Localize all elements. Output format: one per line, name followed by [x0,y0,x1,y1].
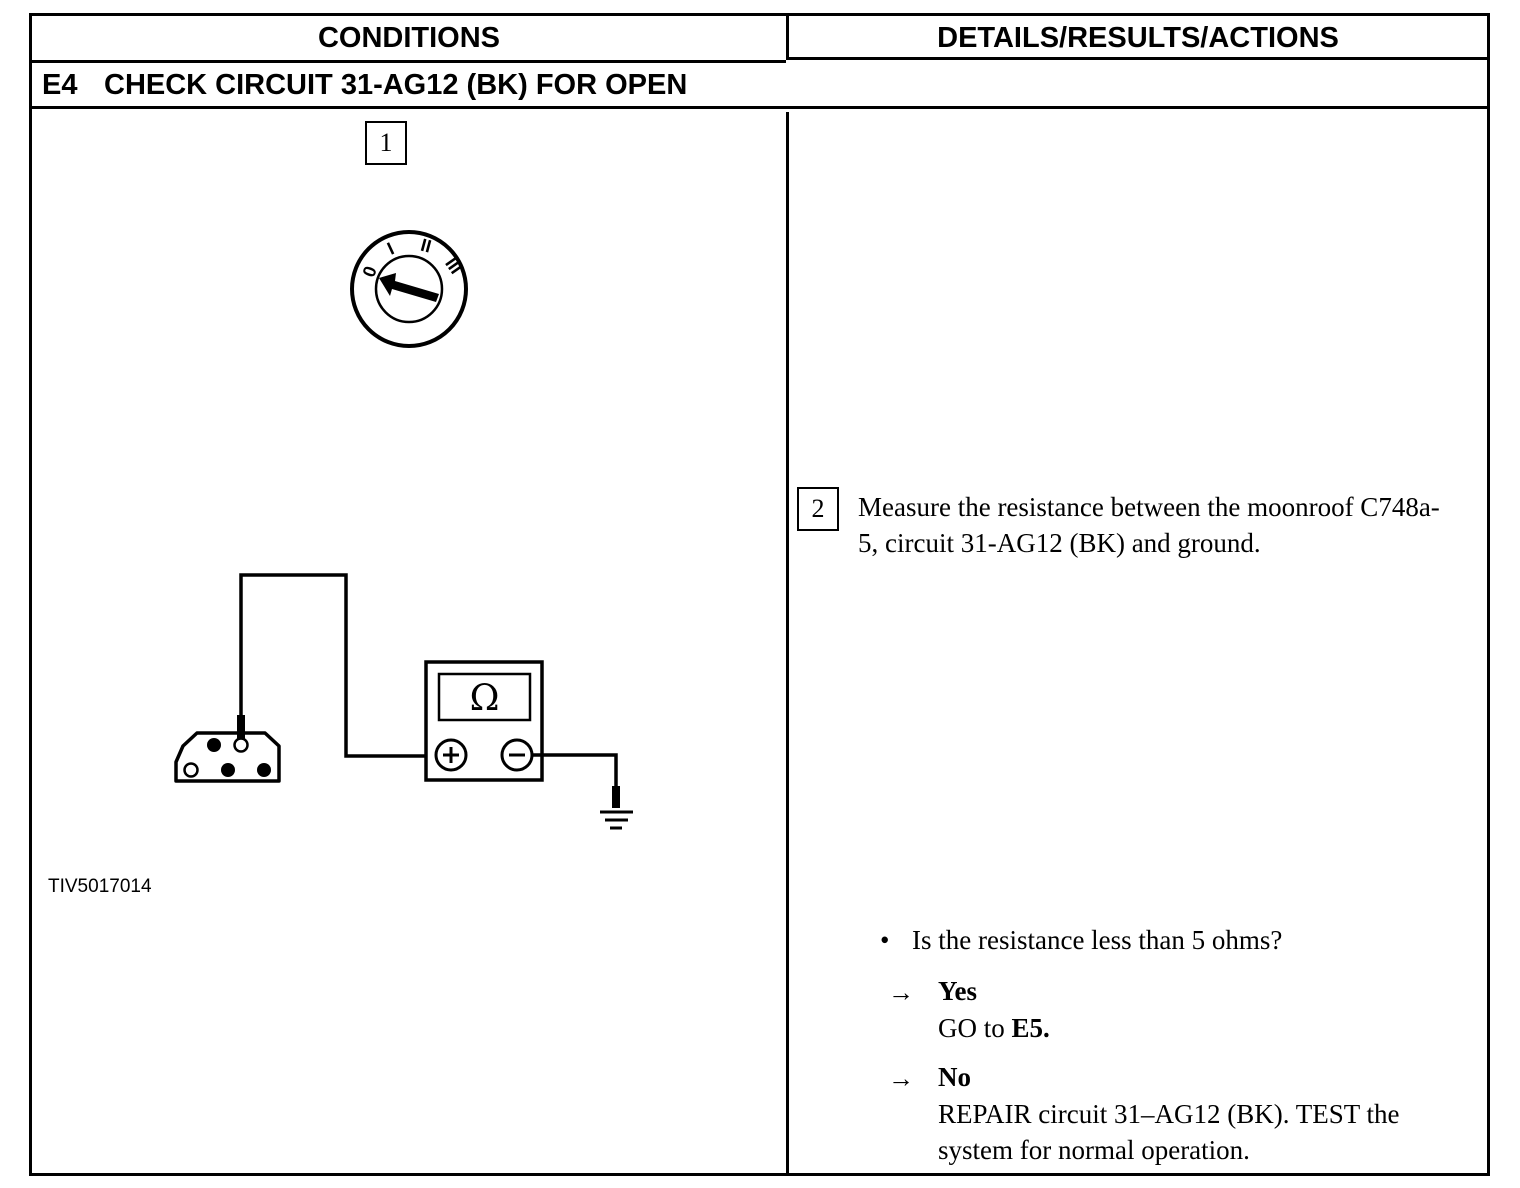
ignition-pos-1: I [384,239,397,259]
bullet: • [880,925,890,955]
test-lead-negative [532,753,618,800]
yes-action-target: E5. [1011,1013,1050,1043]
step-code: E4 [42,69,78,101]
probe-tip-icon [237,715,245,741]
ignition-pos-0: 0 [359,264,381,280]
conditions-header: CONDITIONS [32,16,786,63]
column-divider [786,112,789,1173]
ignition-pos-2: II [419,235,434,257]
no-action: REPAIR circuit 31–AG12 (BK). TEST the sy… [938,1099,1400,1165]
step-2-instruction: Measure the resistance between the moonr… [858,492,1440,558]
yes-action-prefix: GO to [938,1013,1012,1043]
step-title: CHECK CIRCUIT 31-AG12 (BK) FOR OPEN [104,69,688,101]
ohm-symbol: Ω [470,678,500,719]
no-arrow-icon: → [888,1064,914,1093]
connector-c748a-icon [174,731,281,783]
yes-label: Yes [938,976,977,1006]
figure-id: TIV5017014 [48,876,152,897]
details-header: DETAILS/RESULTS/ACTIONS [786,16,1487,60]
ohmmeter-icon: Ω [424,660,544,782]
yes-arrow-icon: → [888,978,914,1007]
step-1-box: 1 [365,121,407,165]
diagnostic-table: CONDITIONS DETAILS/RESULTS/ACTIONS E4 CHE… [29,13,1490,1176]
resistance-question: • Is the resistance less than 5 ohms? [880,922,1282,958]
question-text: Is the resistance less than 5 ohms? [912,925,1283,955]
step-title-row: E4 CHECK CIRCUIT 31-AG12 (BK) FOR OPEN [32,63,1487,109]
step-2-box: 2 [797,487,839,531]
ground-icon [600,810,633,830]
yes-action: GO to E5. [938,1010,1478,1046]
ignition-switch-icon: 0 I II III [350,230,468,348]
no-label: No [938,1062,971,1092]
test-lead-positive [239,573,430,758]
